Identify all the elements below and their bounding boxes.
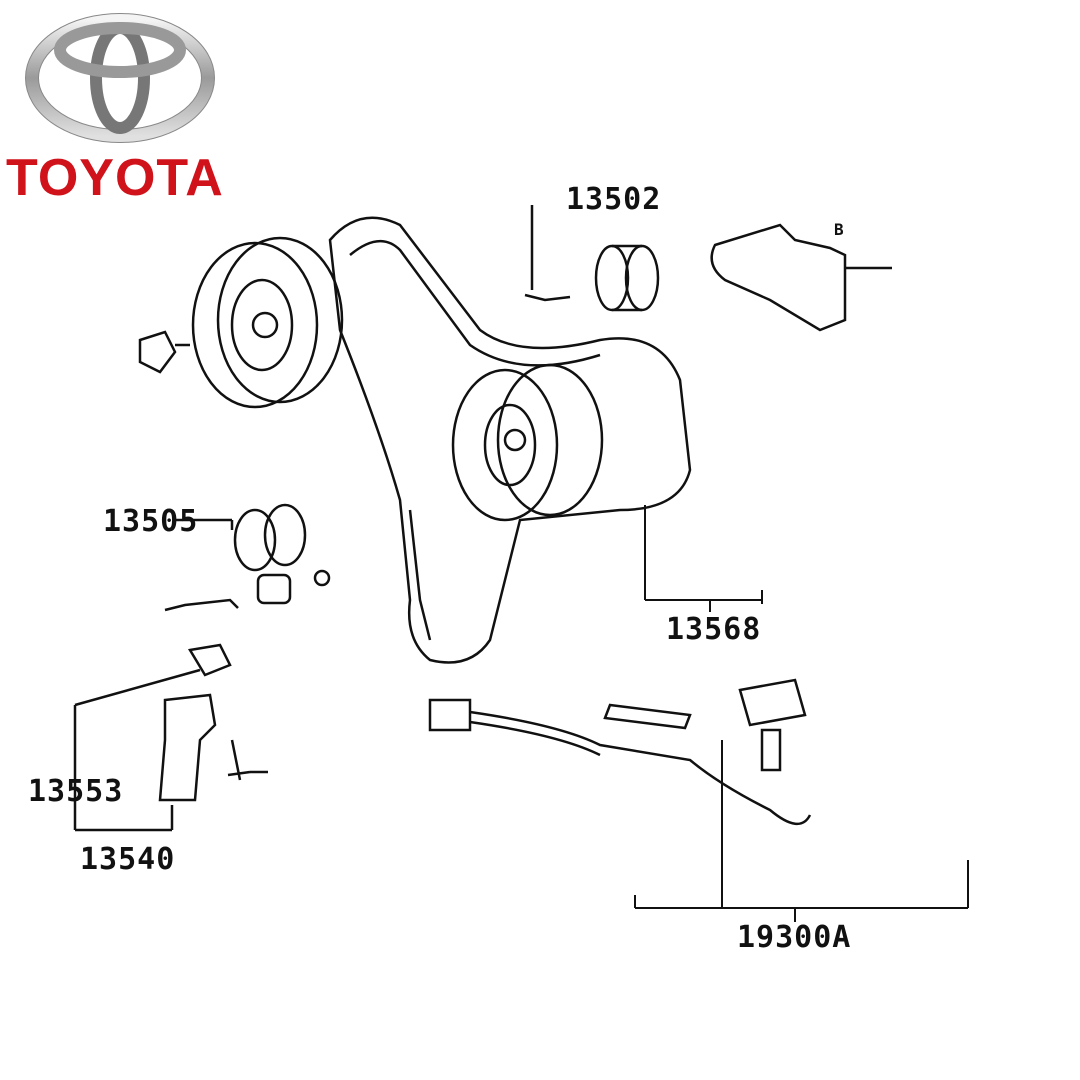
crankshaft-sensor bbox=[428, 678, 812, 825]
idler-pulley-13502 bbox=[524, 205, 660, 312]
toyota-logo-emblem bbox=[25, 13, 215, 143]
tensioner-bracket bbox=[710, 223, 892, 332]
leader-lines bbox=[634, 505, 969, 922]
label-19300a: 19300A bbox=[737, 920, 852, 955]
idler-pulley-13505 bbox=[164, 503, 331, 612]
label-13553: 13553 bbox=[28, 774, 124, 809]
label-13505: 13505 bbox=[103, 504, 199, 539]
camshaft-pulley bbox=[191, 236, 344, 409]
label-13502: 13502 bbox=[566, 182, 662, 217]
tensioner-assembly bbox=[73, 643, 268, 832]
label-13568: 13568 bbox=[666, 612, 762, 647]
timing-belt bbox=[328, 216, 692, 664]
bolt bbox=[138, 330, 190, 374]
marker-b: B bbox=[834, 220, 845, 239]
toyota-wordmark: TOYOTA bbox=[6, 149, 224, 207]
label-13540: 13540 bbox=[80, 842, 176, 877]
crankshaft-pulley bbox=[451, 363, 604, 522]
